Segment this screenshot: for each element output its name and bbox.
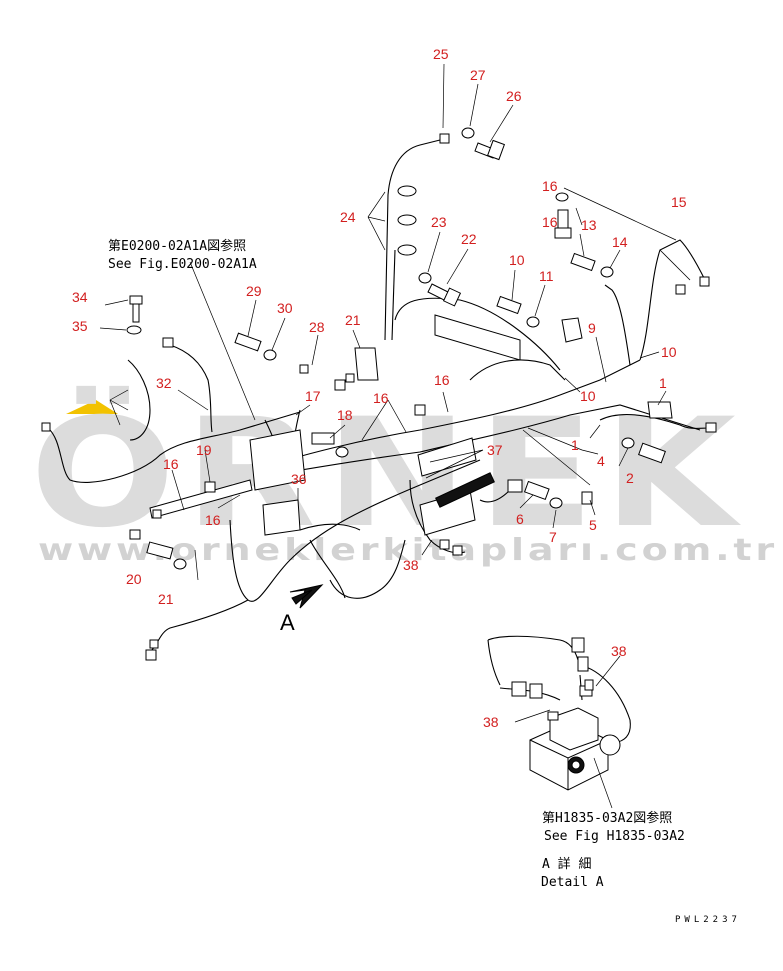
detail-a-drawing (487, 635, 631, 791)
callout-16b: 16 (373, 390, 389, 406)
clamp-rings (397, 185, 417, 256)
brackets (129, 314, 673, 556)
callout-6: 7 (549, 529, 557, 545)
watermark-brand: ÖRNEK (30, 385, 745, 561)
callout-19: 19 (196, 442, 212, 458)
callout-5: 6 (516, 511, 524, 527)
fasteners (126, 127, 666, 570)
washer-3 (621, 437, 635, 449)
callout-3: 4 (597, 453, 605, 469)
callout-12: 14 (612, 234, 628, 250)
view-letter: A (280, 610, 295, 635)
callout-38b: 38 (483, 714, 499, 730)
callout-16a: 16 (434, 372, 450, 388)
washer-9 (526, 316, 540, 328)
callout-27: 26 (506, 88, 522, 104)
callout-34: 35 (72, 318, 88, 334)
callout-20: 20 (126, 571, 142, 587)
callout-22: 21 (345, 312, 361, 328)
reference-top-en: See Fig.E0200-02A1A (108, 257, 257, 272)
washer-6 (549, 497, 563, 509)
reference-top-ja: 第E0200-02A1A図参照 (108, 238, 246, 254)
callout-1a: 1 (659, 375, 667, 391)
watermark-accent (66, 400, 118, 414)
callout-16c: 16 (163, 456, 179, 472)
reference-bottom-en: See Fig H1835-03A2 (544, 829, 685, 844)
bolt-20 (146, 541, 174, 560)
detail-caption-ja: A 詳 細 (542, 856, 591, 872)
callout-23: 22 (461, 231, 477, 247)
callout-36: 38 (403, 557, 419, 573)
callout-26: 25 (433, 46, 449, 62)
bolt-23 (427, 283, 462, 307)
callout-37: 37 (487, 442, 503, 458)
callout-11: 13 (581, 217, 597, 233)
bolt-27 (474, 139, 506, 161)
callout-32: 32 (156, 375, 172, 391)
view-arrow: A (280, 584, 324, 635)
bolt-18 (311, 432, 335, 445)
callout-10a: 9 (588, 320, 596, 336)
detail-caption-en: Detail A (541, 875, 604, 890)
callout-7: 10 (580, 388, 596, 404)
callout-21: 21 (158, 591, 174, 607)
callout-15: 16 (542, 178, 558, 194)
callout-2: 2 (626, 470, 634, 486)
washer-12 (600, 266, 614, 278)
wire-harness (41, 133, 717, 661)
bolt-33 (129, 295, 143, 323)
callout-25: 24 (340, 209, 356, 225)
callout-35: 36 (291, 471, 307, 487)
callout-13: 15 (671, 194, 687, 210)
bolt-30 (234, 332, 262, 352)
reference-top: 第E0200-02A1A図参照 See Fig.E0200-02A1A (108, 238, 257, 272)
callout-9: 11 (539, 268, 554, 284)
bolt-8 (496, 295, 522, 315)
bolt-11 (570, 252, 596, 272)
callout-4: 5 (589, 517, 597, 533)
washer-28 (461, 127, 475, 139)
callout-28: 27 (470, 67, 486, 83)
callout-30: 29 (246, 283, 262, 299)
leader-lines (99, 63, 677, 809)
callout-8: 10 (509, 252, 525, 268)
callout-38a: 38 (611, 643, 627, 659)
bolt-14 (554, 209, 572, 239)
washer-24 (418, 272, 432, 284)
callout-17: 17 (305, 388, 321, 404)
washer-31 (263, 349, 277, 361)
bolt-5 (523, 480, 550, 501)
washer-15 (555, 192, 569, 202)
washer-21 (173, 558, 187, 570)
callout-1b: 1 (571, 437, 579, 453)
callouts: 25 27 26 16 15 24 16 23 13 22 14 10 11 2… (72, 46, 687, 730)
callout-16d: 16 (205, 512, 221, 528)
bolt-2 (638, 442, 666, 464)
callout-10b: 10 (661, 344, 677, 360)
callout-31: 30 (277, 300, 293, 316)
detail-caption: A 詳 細 Detail A (541, 856, 604, 890)
reference-bottom: 第H1835-03A2図参照 See Fig H1835-03A2 (542, 810, 685, 844)
callout-24: 23 (431, 214, 447, 230)
washer-18 (335, 446, 349, 458)
reference-bottom-ja: 第H1835-03A2図参照 (542, 810, 672, 826)
callout-33: 34 (72, 289, 88, 305)
callout-14: 16 (542, 214, 558, 230)
drawing-code: PWL2237 (675, 915, 741, 925)
washer-34 (126, 325, 142, 335)
callout-18: 18 (337, 407, 353, 423)
callout-29: 28 (309, 319, 325, 335)
